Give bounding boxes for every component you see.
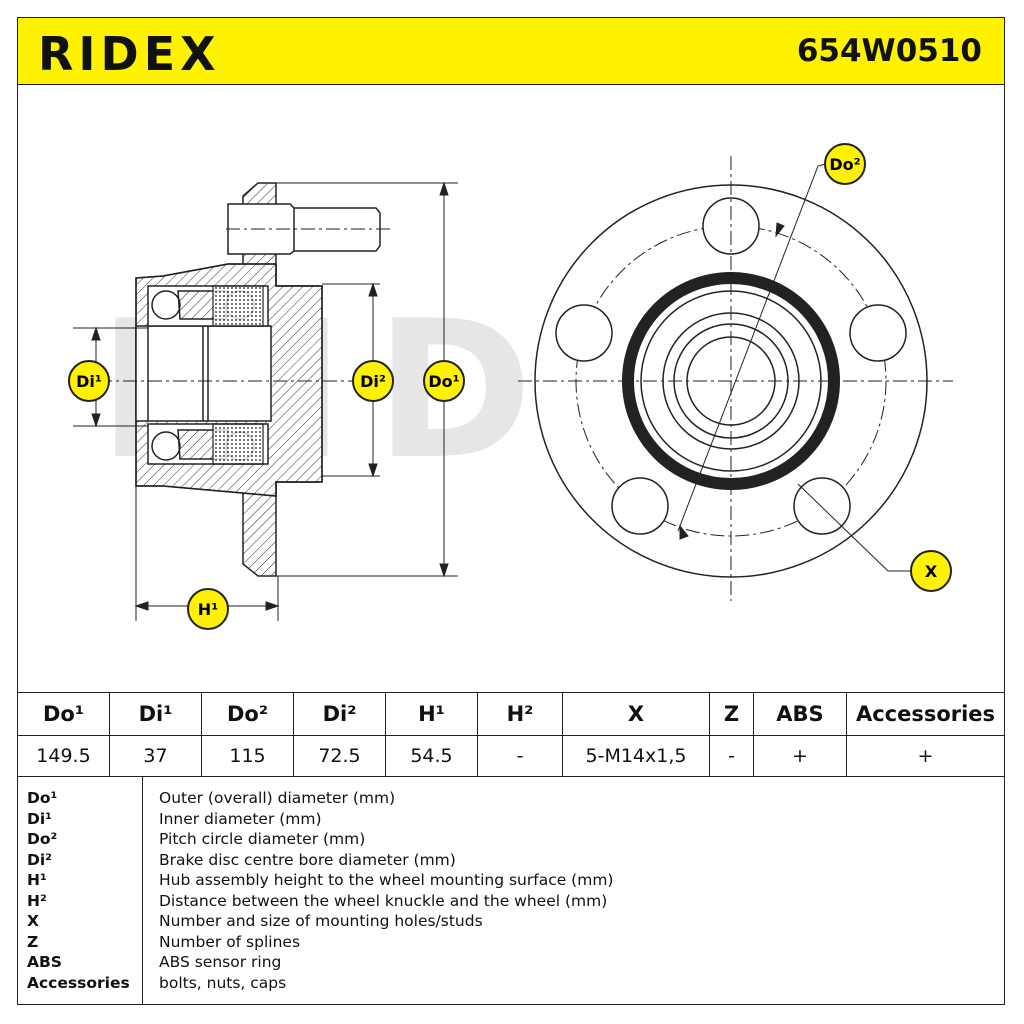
table-cell: 54.5 [385, 735, 478, 777]
col-header: Accessories [846, 692, 1005, 736]
tag-h1: H¹ [187, 588, 229, 630]
table-cell: - [477, 735, 563, 777]
ball-bottom-left [151, 431, 181, 461]
legend-desc: Number and size of mounting holes/studs [159, 912, 483, 930]
svg-text:Do¹: Do¹ [428, 372, 459, 391]
spec-header-row: Do¹ Di¹ Do² Di² H¹ H² X Z ABS Accessorie… [17, 692, 1005, 736]
svg-text:Di²: Di² [360, 372, 386, 391]
table-cell: 149.5 [17, 735, 110, 777]
tag-di2: Di² [352, 360, 394, 402]
legend-key: H² [27, 891, 47, 910]
col-header: Di¹ [109, 692, 202, 736]
stud-hole [611, 477, 669, 535]
svg-text:Do²: Do² [829, 155, 860, 174]
tag-do2: Do² [824, 143, 866, 185]
legend-key: Z [27, 932, 39, 951]
table-cell: 5-M14x1,5 [562, 735, 710, 777]
svg-text:H¹: H¹ [198, 600, 218, 619]
legend-desc: Inner diameter (mm) [159, 809, 322, 828]
legend-desc: Pitch circle diameter (mm) [159, 830, 366, 848]
stud-hole [793, 477, 851, 535]
legend-desc: bolts, nuts, caps [159, 973, 287, 992]
table-cell: 115 [201, 735, 294, 777]
col-header: X [562, 692, 710, 736]
legend-key: X [27, 912, 39, 930]
stud-hole [555, 304, 613, 362]
table-cell: + [846, 735, 1005, 777]
tag-x: X [910, 550, 952, 592]
col-header: Z [709, 692, 754, 736]
col-header: Di² [293, 692, 386, 736]
part-number: 654W0510 [796, 33, 982, 69]
brand-logo: RIDEX [38, 27, 221, 81]
col-header: Do¹ [17, 692, 110, 736]
legend-desc: ABS sensor ring [159, 953, 282, 971]
side-view [73, 182, 393, 577]
col-header: ABS [753, 692, 847, 736]
legend-key: Accessories [27, 973, 130, 992]
legend-key: H¹ [27, 871, 47, 889]
side-dimensions [73, 181, 458, 621]
svg-text:X: X [925, 562, 938, 581]
legend-key: Di² [27, 850, 52, 869]
front-view [518, 156, 953, 601]
svg-text:Di¹: Di¹ [76, 372, 102, 391]
legend-key: Do¹ [27, 789, 58, 807]
tag-do1: Do¹ [423, 360, 465, 402]
legend-desc: Distance between the wheel knuckle and t… [159, 891, 608, 910]
header-bar: RIDEX 654W0510 [17, 17, 1005, 85]
table-cell: + [753, 735, 847, 777]
table-cell: 72.5 [293, 735, 386, 777]
legend-desc: Number of splines [159, 932, 301, 951]
table-cell: 37 [109, 735, 202, 777]
spec-value-row: 149.5 37 115 72.5 54.5 - 5-M14x1,5 - + + [17, 735, 1005, 777]
col-header: H¹ [385, 692, 478, 736]
front-dimensions [677, 163, 911, 572]
col-header: H² [477, 692, 563, 736]
legend-key: ABS [27, 953, 62, 971]
spec-table: Do¹ Di¹ Do² Di² H¹ H² X Z ABS Accessorie… [17, 692, 1005, 777]
legend-desc: Brake disc centre bore diameter (mm) [159, 850, 456, 869]
label-tags: Di¹ Di² Do¹ H¹ Do² X [68, 143, 952, 630]
legend: Do¹ Di¹ Do² Di² H¹ H² X Z ABS Accessorie… [17, 776, 1005, 1005]
legend-desc: Outer (overall) diameter (mm) [159, 789, 396, 807]
legend-desc: Hub assembly height to the wheel mountin… [159, 871, 614, 889]
legend-keys: Do¹ Di¹ Do² Di² H¹ H² X Z ABS Accessorie… [17, 776, 143, 1005]
col-header: Do² [201, 692, 294, 736]
technical-drawing: RIDEX [68, 143, 953, 630]
legend-key: Do² [27, 830, 58, 848]
legend-key: Di¹ [27, 809, 52, 828]
tag-di1: Di¹ [68, 360, 110, 402]
legend-descriptions: Outer (overall) diameter (mm) Inner diam… [159, 776, 613, 993]
ball-top-left [151, 290, 181, 320]
stud-hole [849, 304, 907, 362]
table-cell: - [709, 735, 754, 777]
